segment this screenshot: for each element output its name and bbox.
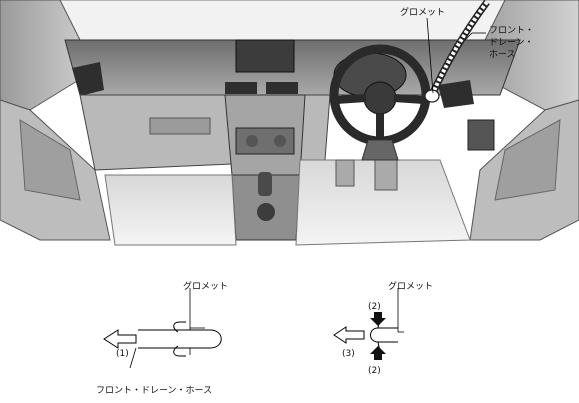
top-hose-label-line3: ホース	[489, 50, 516, 60]
detail-b-step-bottom-label: (2)	[368, 366, 381, 376]
detail-a-hose-label: フロント・ドレーン・ホース	[96, 386, 213, 396]
grommet-install-diagram	[333, 288, 404, 360]
top-hose-label-line2: ドレーン・	[489, 38, 534, 48]
detail-a-step-label: (1)	[116, 349, 129, 359]
detail-b-step-left-label: (3)	[342, 349, 355, 359]
detail-a-grommet-label: グロメット	[183, 282, 229, 292]
car-interior-illustration	[0, 0, 579, 246]
detail-b-grommet-label: グロメット	[388, 282, 434, 292]
hose-removal-diagram	[103, 288, 222, 369]
top-grommet-label: グロメット	[400, 8, 446, 18]
top-hose-label-line1: フロント・	[489, 26, 535, 36]
detail-b-step-top-label: (2)	[368, 302, 381, 312]
